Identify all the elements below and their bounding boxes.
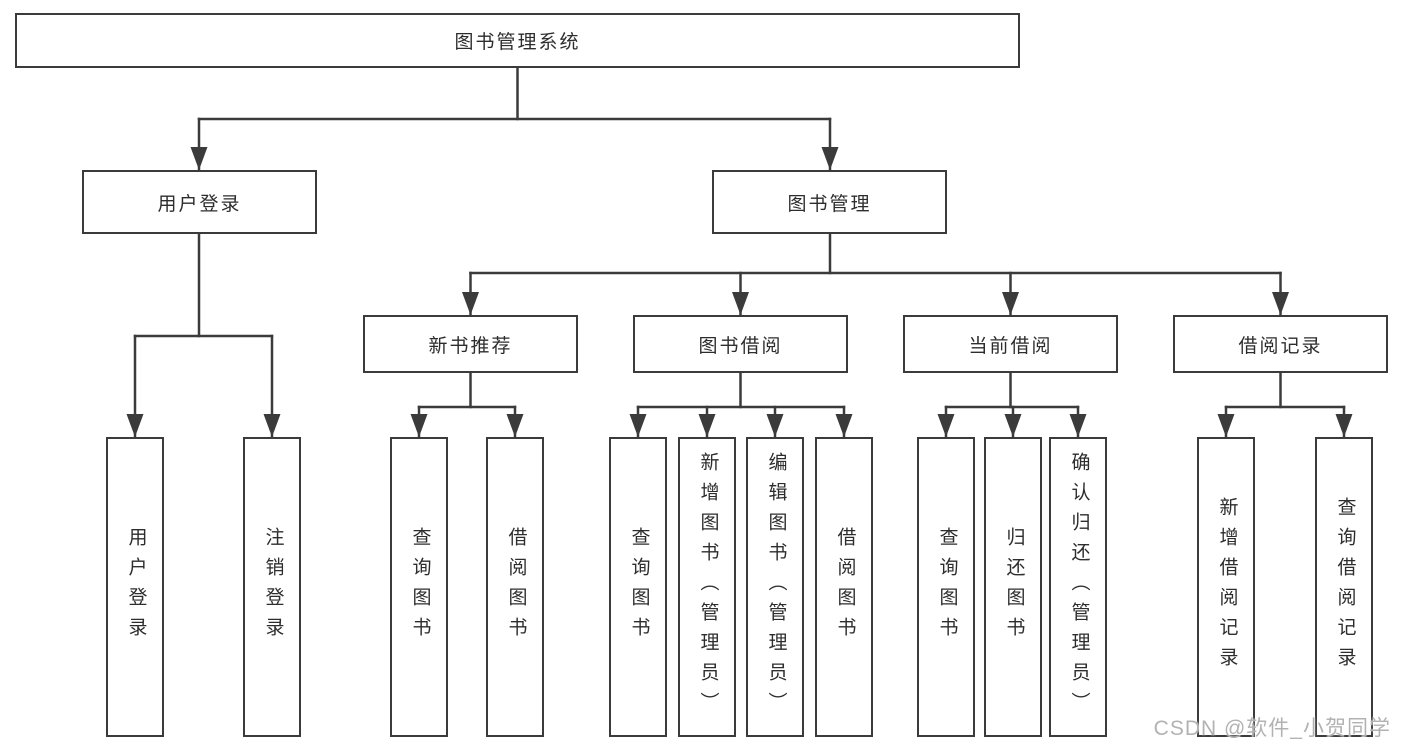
node-label: 新书推荐 bbox=[428, 335, 513, 357]
node-label: 新增图书（管理员） bbox=[697, 452, 719, 722]
leaf-recommend-borrow-book: 借阅图书 bbox=[486, 437, 544, 737]
node-label: 归还图书 bbox=[1003, 527, 1025, 647]
node-label: 借阅记录 bbox=[1238, 335, 1323, 357]
leaf-records-add-record: 新增借阅记录 bbox=[1197, 437, 1255, 737]
leaf-borrow-query-book: 查询图书 bbox=[609, 437, 667, 737]
leaf-logout: 注销登录 bbox=[243, 437, 301, 737]
leaf-recommend-query-book: 查询图书 bbox=[390, 437, 448, 737]
node-label: 查询图书 bbox=[409, 527, 431, 647]
node-current-borrow: 当前借阅 bbox=[903, 315, 1118, 373]
node-user-login: 用户登录 bbox=[82, 170, 317, 234]
node-new-book-recommendation: 新书推荐 bbox=[363, 315, 578, 373]
node-label: 注销登录 bbox=[262, 527, 284, 647]
node-library-system: 图书管理系统 bbox=[15, 13, 1020, 68]
leaf-current-return-book: 归还图书 bbox=[984, 437, 1042, 737]
node-label: 借阅图书 bbox=[834, 527, 856, 647]
node-label: 查询借阅记录 bbox=[1334, 497, 1356, 677]
leaf-records-query-record: 查询借阅记录 bbox=[1315, 437, 1373, 737]
leaf-user-login: 用户登录 bbox=[106, 437, 164, 737]
leaf-current-query-book: 查询图书 bbox=[917, 437, 975, 737]
node-label: 查询图书 bbox=[936, 527, 958, 647]
leaf-current-confirm-return-admin: 确认归还（管理员） bbox=[1049, 437, 1107, 737]
node-book-borrow: 图书借阅 bbox=[633, 315, 848, 373]
node-label: 用户登录 bbox=[157, 193, 242, 215]
leaf-borrow-edit-book-admin: 编辑图书（管理员） bbox=[746, 437, 804, 737]
node-label: 查询图书 bbox=[628, 527, 650, 647]
node-label: 编辑图书（管理员） bbox=[765, 452, 787, 722]
node-label: 借阅图书 bbox=[505, 527, 527, 647]
node-label: 图书管理 bbox=[787, 193, 872, 215]
node-label: 新增借阅记录 bbox=[1216, 497, 1238, 677]
node-borrow-records: 借阅记录 bbox=[1173, 315, 1388, 373]
watermark-text: CSDN @软件_小贺同学 bbox=[1153, 717, 1391, 740]
node-label: 图书管理系统 bbox=[454, 32, 581, 53]
node-label: 当前借阅 bbox=[968, 335, 1053, 357]
node-label: 图书借阅 bbox=[698, 335, 783, 357]
leaf-borrow-add-book-admin: 新增图书（管理员） bbox=[678, 437, 736, 737]
node-label: 确认归还（管理员） bbox=[1068, 452, 1090, 722]
leaf-borrow-borrow-book: 借阅图书 bbox=[815, 437, 873, 737]
node-label: 用户登录 bbox=[125, 527, 147, 647]
node-book-management: 图书管理 bbox=[712, 170, 947, 234]
